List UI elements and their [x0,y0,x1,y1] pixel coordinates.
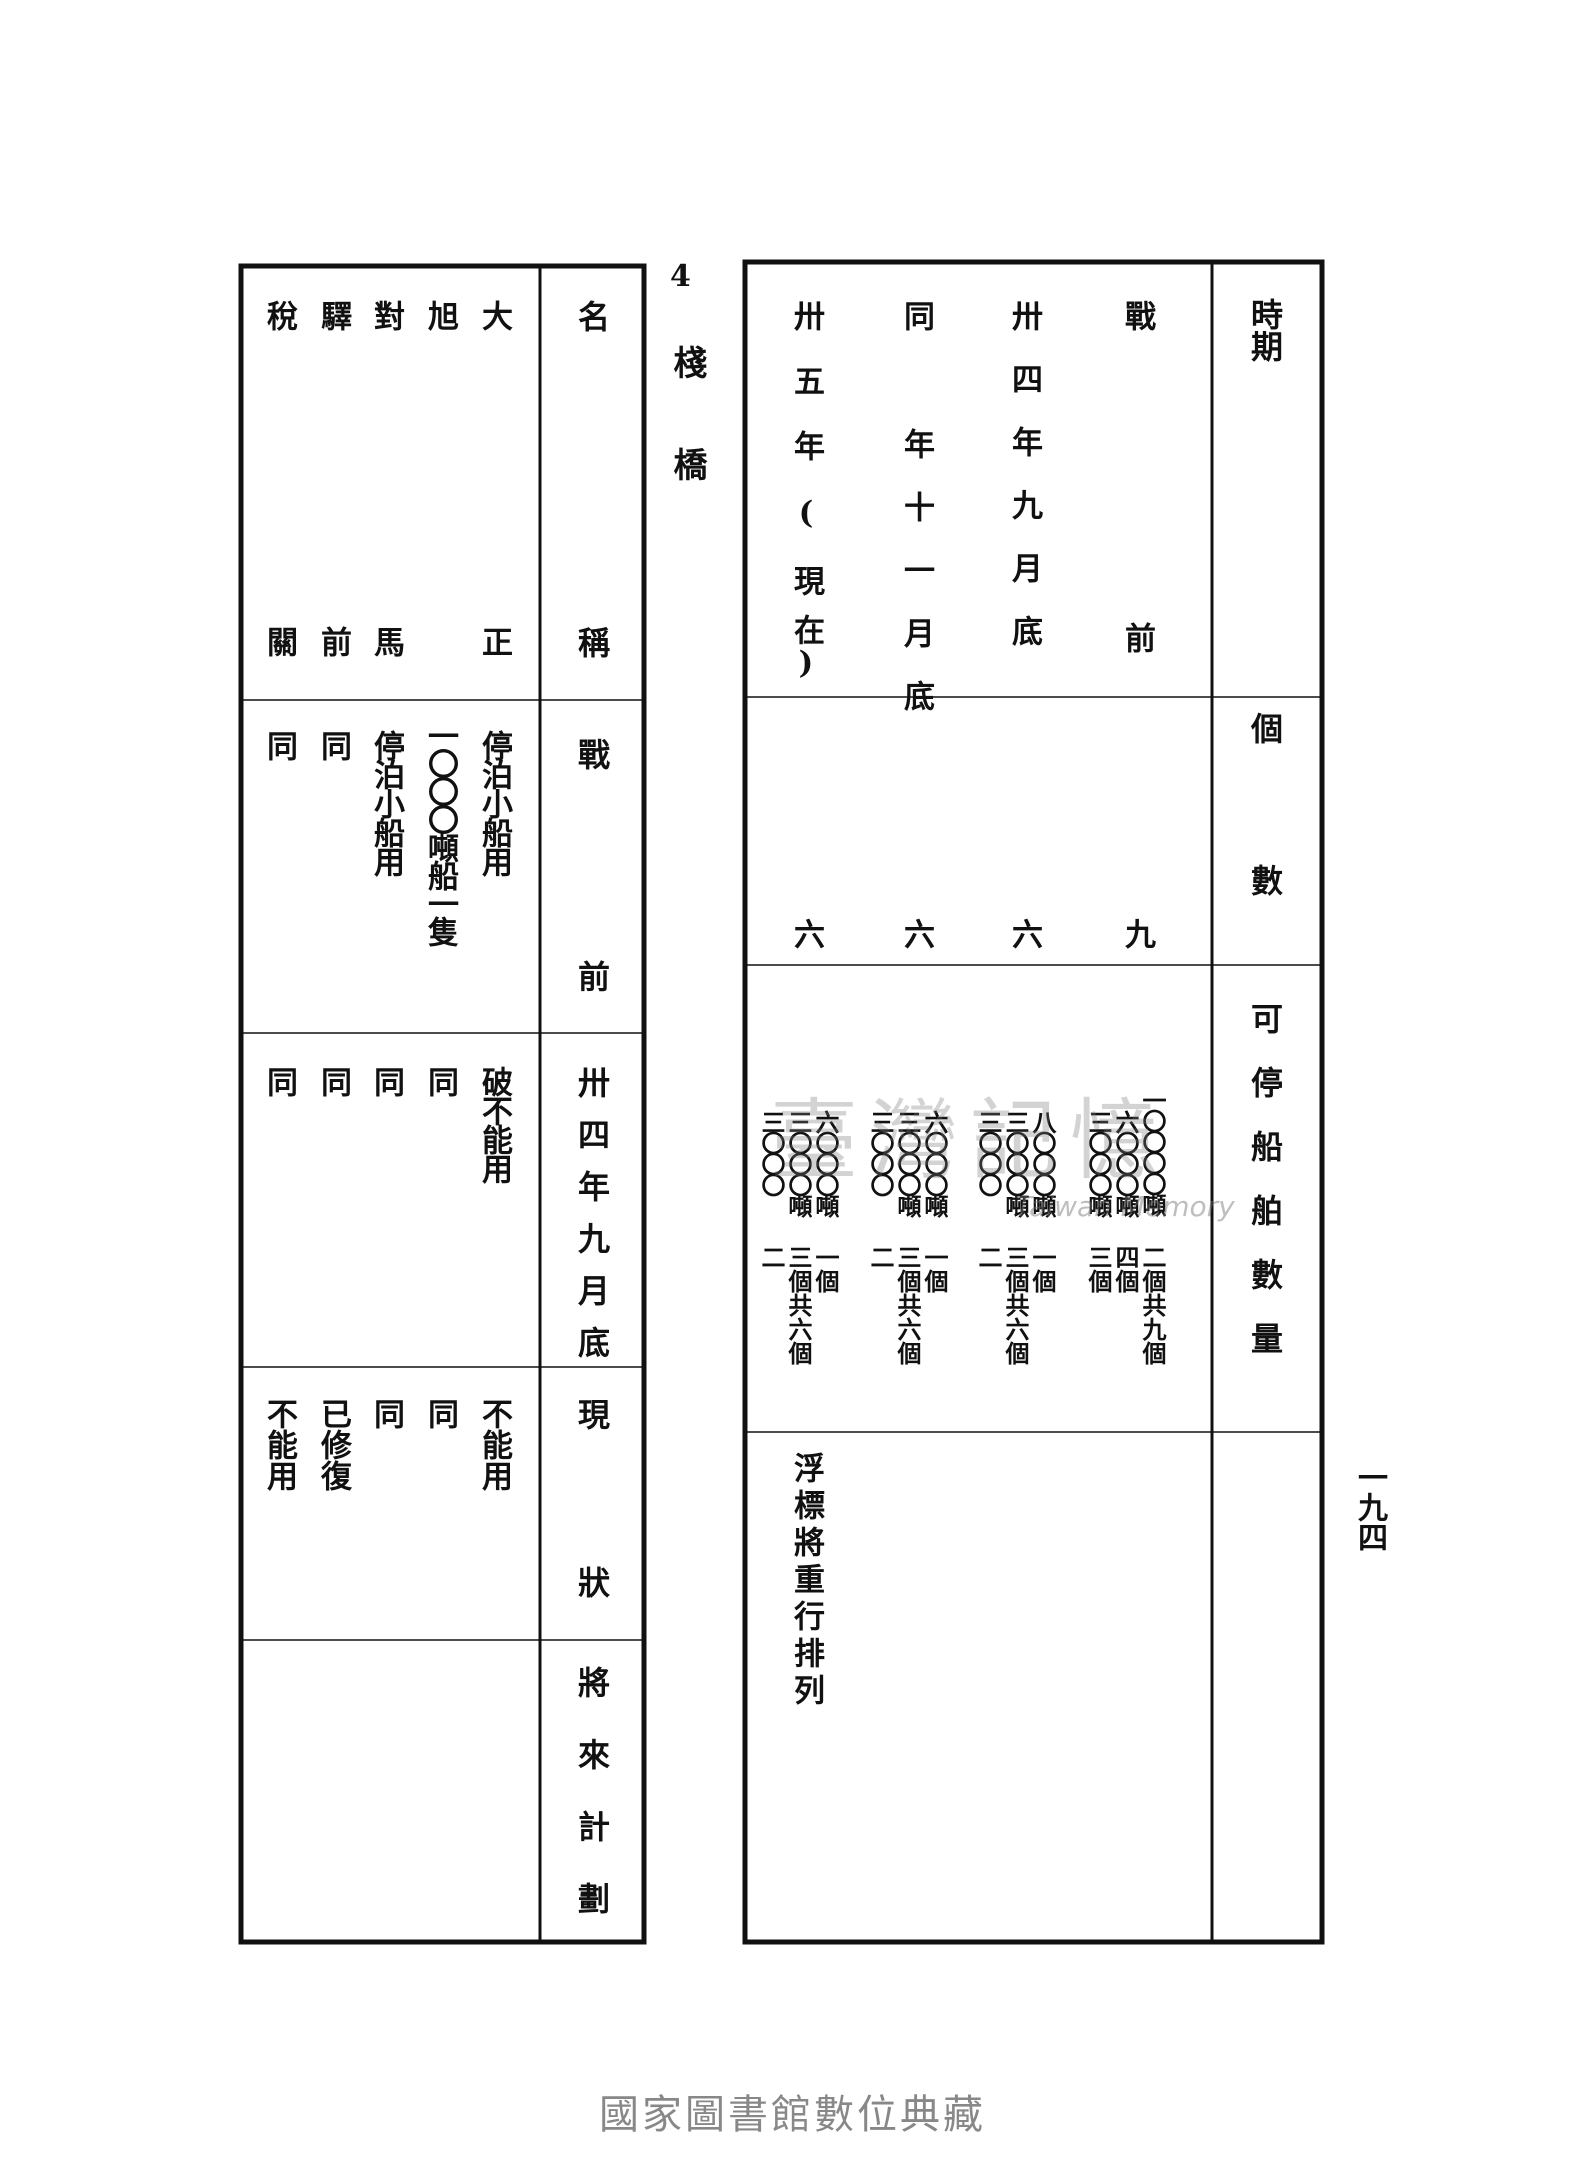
header-name-b: 稱 [573,626,611,658]
cap-prewar-f: 三個 [1084,1245,1113,1293]
name-customs-a: 稅 [261,300,297,331]
watermark-text: 臺灣記憶 [770,1089,1171,1192]
name-asahi: 旭 [422,300,458,331]
cap-same-b: 一個 [920,1245,949,1293]
header-date: 卅四年九月底 [573,1066,611,1378]
period-s35-a: 卅五年(現 [788,300,824,630]
count-prewar: 九 [1119,918,1155,949]
cap-prewar-a: 一〇〇〇〇噸 [1138,1088,1167,1214]
cap-prewar-c: 六〇〇〇噸 [1111,1110,1140,1215]
date-ekimae: 同 [315,1066,351,1097]
name-taisho-b: 正 [476,626,512,657]
period-same-b: 年十一月底 [898,428,934,743]
cap-s35-c: 三〇〇〇噸 [784,1110,813,1215]
header-prewar-b: 前 [573,960,611,992]
cap-s35-a: 六〇〇〇噸 [811,1110,840,1215]
name-customs-b: 關 [261,626,297,657]
status-asahi: 同 [422,1398,458,1429]
section-title: 棧橋 [667,345,707,549]
cap-same-c: 三〇〇〇噸 [893,1110,922,1215]
right-table-frame [742,259,1325,1945]
prewar-taisho: 停泊小船用 [476,730,512,875]
status-customs: 不能用 [261,1398,297,1491]
status-taisho: 不能用 [476,1398,512,1491]
cap-s35-f: 二 [757,1245,786,1269]
section-number: 4 [670,259,691,294]
header-name-a: 名 [573,300,611,332]
cap-same-a: 六〇〇〇噸 [920,1110,949,1215]
date-taisho: 破不能用 [476,1066,512,1182]
remark: 浮標將重行排列 [788,1452,824,1711]
cap-same-e: 三〇〇〇 [866,1110,895,1194]
count-s35: 六 [788,918,824,949]
cap-s34-f: 二 [974,1245,1003,1269]
period-prewar-a: 戰 [1119,300,1155,331]
name-ekimae-a: 驛 [315,300,351,331]
name-tsushima-a: 對 [368,300,404,331]
cap-prewar-b: 二個共九個 [1138,1245,1167,1365]
count-s34-sep: 六 [1006,918,1042,949]
period-same-a: 同 [898,300,934,331]
left-table-frame [238,263,647,1945]
prewar-tsushima: 停泊小船用 [368,730,404,875]
cap-s34-a: 八〇〇〇噸 [1028,1110,1057,1215]
cap-s35-e: 三〇〇〇 [757,1110,786,1194]
cap-prewar-e: 三〇〇〇噸 [1084,1110,1113,1215]
cap-same-d: 三個共六個 [893,1245,922,1365]
date-tsushima: 同 [368,1066,404,1097]
header-capacity: 可停船舶數量 [1246,1002,1284,1386]
period-s34-sep: 卅四年九月底 [1006,300,1042,678]
cap-s34-e: 三〇〇〇 [974,1110,1003,1194]
prewar-ekimae: 同 [315,730,351,761]
prewar-asahi: 一〇〇〇噸船一隻 [422,720,458,944]
page-number: 一九四 [1352,1462,1387,1552]
name-taisho-a: 大 [476,300,512,331]
header-future: 將來計劃 [573,1666,611,1954]
header-period-a: 時期 [1246,298,1284,362]
cap-s34-b: 一個 [1028,1245,1057,1293]
cap-s35-d: 三個共六個 [784,1245,813,1365]
count-same: 六 [898,918,934,949]
header-count: 個數 [1246,712,1284,1016]
cap-prewar-d: 四個 [1111,1245,1140,1293]
watermark-english: Taiwan Memory [1015,1190,1235,1223]
period-prewar-b: 前 [1119,622,1155,653]
cap-s34-c: 三〇〇〇噸 [1001,1110,1030,1215]
name-ekimae-b: 前 [315,626,351,657]
period-s35-b: 在) [788,614,824,681]
prewar-customs: 同 [261,730,297,761]
date-asahi: 同 [422,1066,458,1097]
header-prewar-a: 戰 [573,738,611,770]
date-customs: 同 [261,1066,297,1097]
status-tsushima: 同 [368,1398,404,1429]
header-status-b: 狀 [573,1566,611,1598]
cap-same-f: 二 [866,1245,895,1269]
status-ekimae: 已修復 [315,1398,351,1491]
name-tsushima-b: 馬 [368,626,404,657]
footer-caption: 國家圖書館數位典藏 [599,2092,986,2138]
header-status-a: 現 [573,1398,611,1430]
cap-s35-b: 一個 [811,1245,840,1293]
cap-s34-d: 三個共六個 [1001,1245,1030,1365]
